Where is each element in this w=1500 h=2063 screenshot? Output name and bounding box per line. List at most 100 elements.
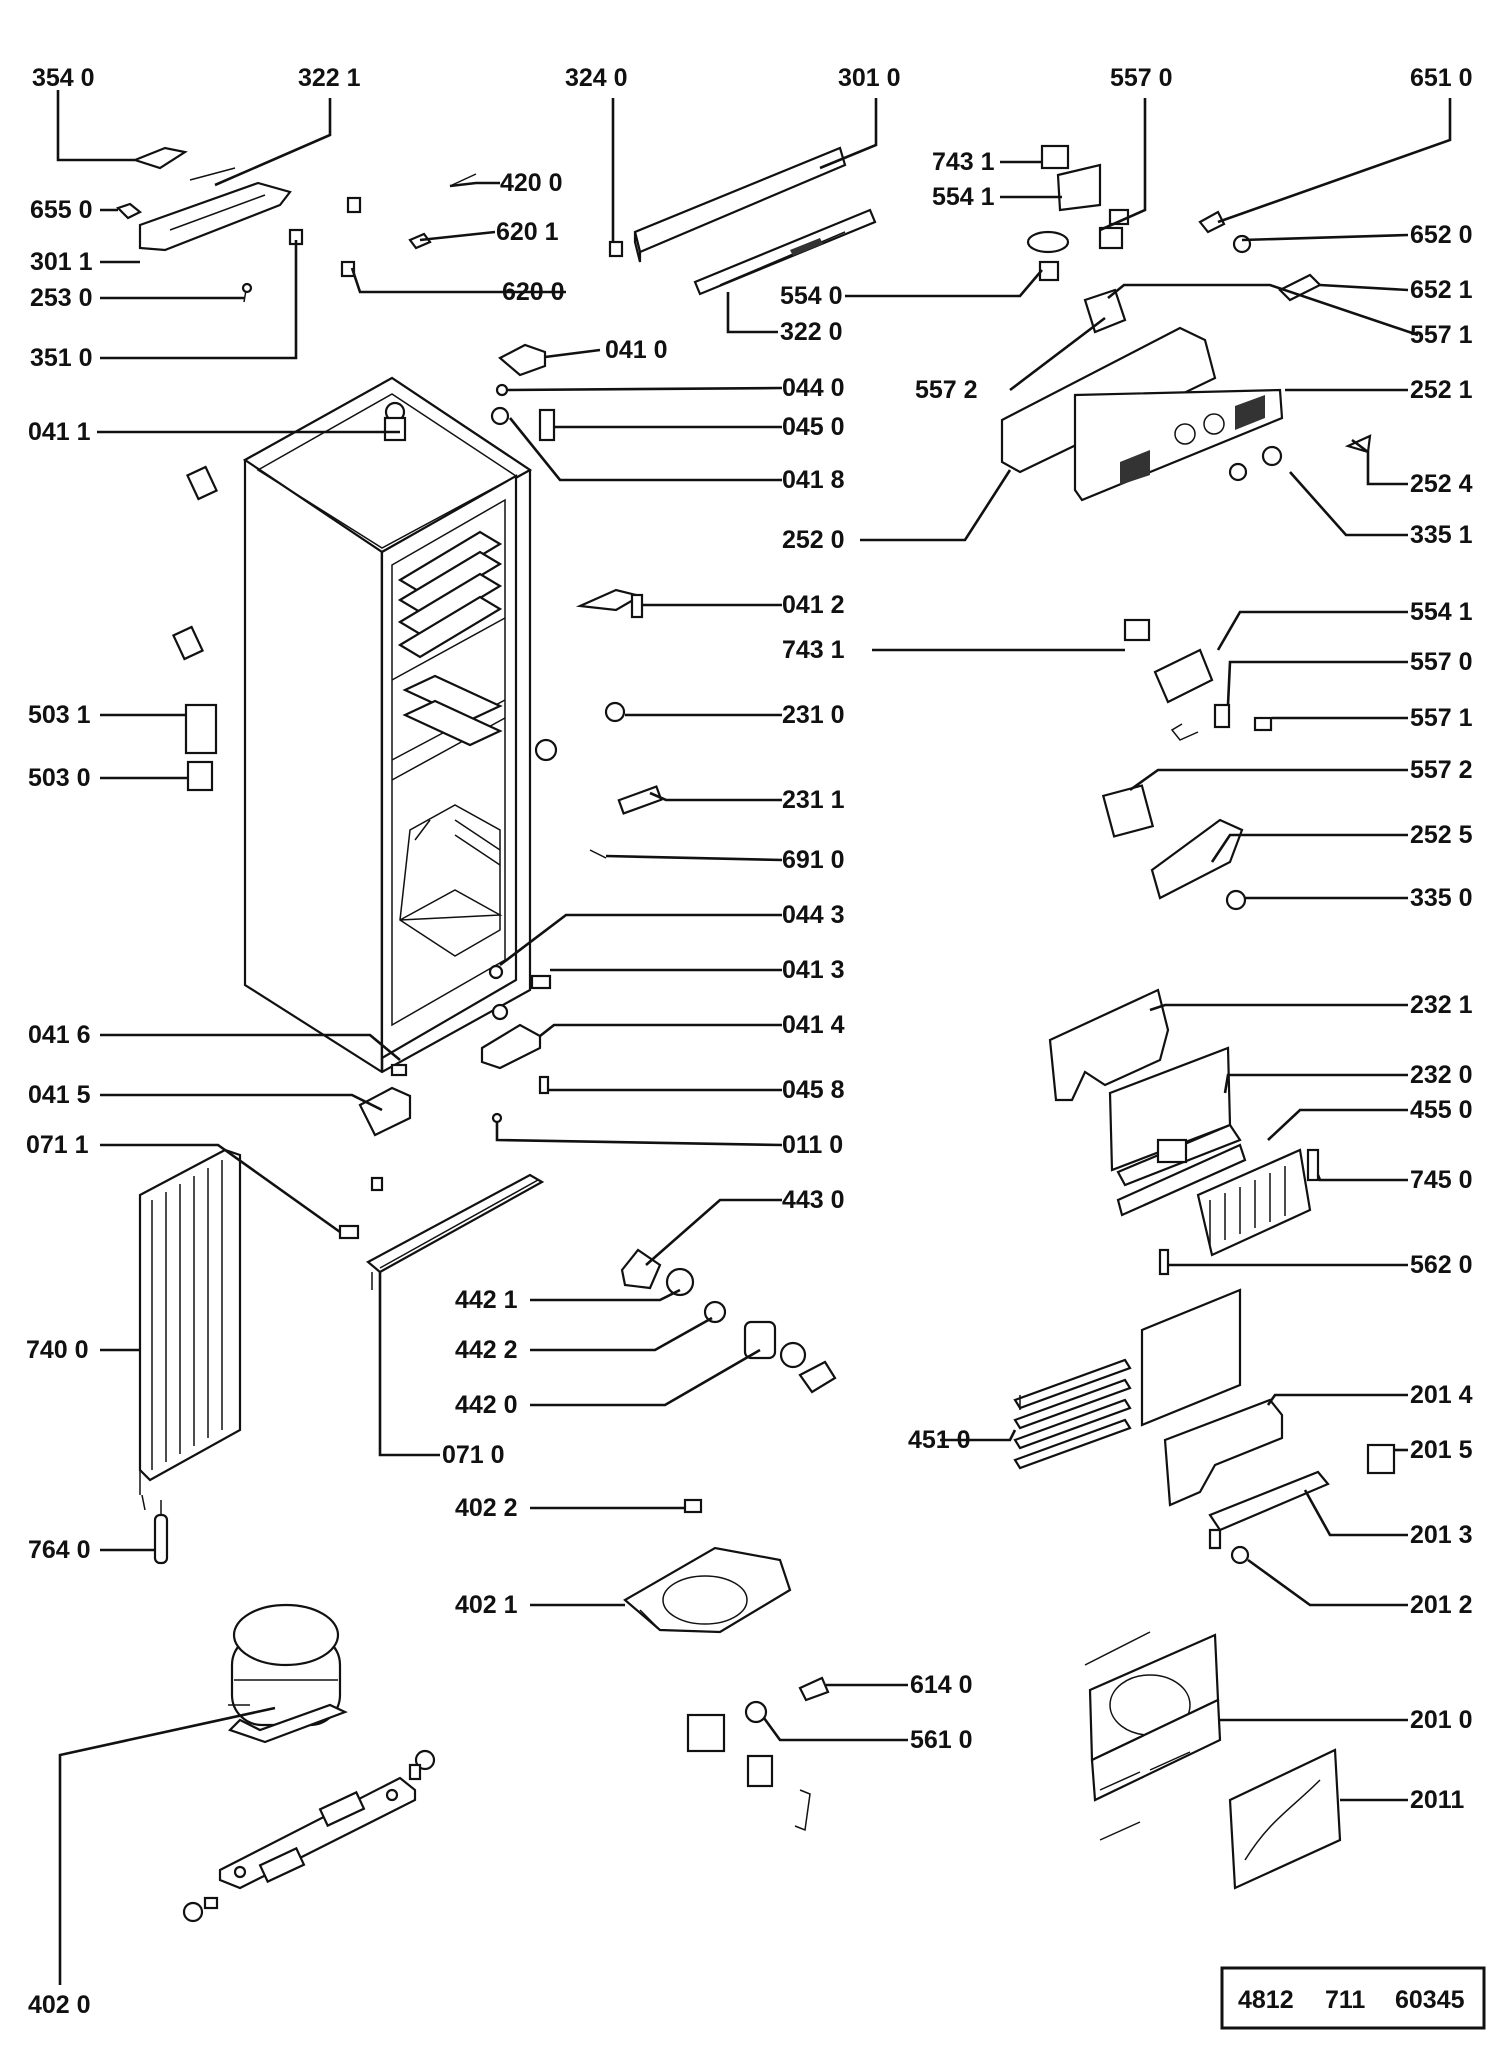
label-252-0: 252 0	[782, 526, 845, 554]
label-045-0: 045 0	[782, 413, 845, 441]
label-557-0-top: 557 0	[1110, 64, 1173, 92]
label-420-0: 420 0	[500, 169, 563, 197]
part-number-labels: 354 0 322 1 324 0 301 0 557 0 651 0 420 …	[26, 64, 1473, 2019]
evaporator-cover-assembly	[1048, 988, 1320, 1276]
compressor-mounting-plate	[182, 1749, 436, 1923]
label-503-1: 503 1	[28, 701, 91, 729]
label-442-1: 442 1	[455, 1286, 518, 1314]
thermostat-parts	[620, 1248, 837, 1394]
label-041-3: 041 3	[782, 956, 845, 984]
label-335-0: 335 0	[1410, 884, 1473, 912]
label-740-0: 740 0	[26, 1336, 89, 1364]
refrigerator-cabinet	[242, 376, 558, 1074]
label-651-0: 651 0	[1410, 64, 1473, 92]
label-402-2: 402 2	[455, 1494, 518, 1522]
machine-compartment-cover	[1084, 1631, 1342, 1890]
thermostat-housing-lower	[1101, 618, 1273, 911]
label-041-8: 041 8	[782, 466, 845, 494]
label-232-1: 232 1	[1410, 991, 1473, 1019]
label-2011: 2011	[1410, 1786, 1464, 1814]
label-252-4: 252 4	[1410, 470, 1473, 498]
label-041-0: 041 0	[605, 336, 668, 364]
label-231-0: 231 0	[782, 701, 845, 729]
label-557-2-mid: 557 2	[1410, 756, 1473, 784]
label-402-0: 402 0	[28, 1991, 91, 2019]
top-handle-parts	[608, 146, 877, 296]
label-743-1-top: 743 1	[932, 148, 995, 176]
label-557-1-top: 557 1	[1410, 321, 1473, 349]
label-253-0: 253 0	[30, 284, 93, 312]
condenser-coil	[138, 1148, 242, 1511]
label-554-1-mid: 554 1	[1410, 598, 1473, 626]
label-301-0: 301 0	[838, 64, 901, 92]
label-764-0: 764 0	[28, 1536, 91, 1564]
label-201-5: 201 5	[1410, 1436, 1473, 1464]
label-201-3: 201 3	[1410, 1521, 1473, 1549]
label-402-1: 402 1	[455, 1591, 518, 1619]
label-554-1-top: 554 1	[932, 183, 995, 211]
label-652-0: 652 0	[1410, 221, 1473, 249]
label-071-1: 071 1	[26, 1131, 89, 1159]
cabinet-shelves	[397, 530, 503, 747]
drip-tray	[623, 1498, 792, 1634]
heater-elements	[1013, 1358, 1132, 1470]
leader-lines	[56, 90, 1452, 1985]
label-252-1: 252 1	[1410, 376, 1473, 404]
label-614-0: 614 0	[910, 1671, 973, 1699]
label-620-1: 620 1	[496, 218, 559, 246]
label-322-0: 322 0	[780, 318, 843, 346]
reference-part-a: 4812	[1238, 1986, 1294, 2014]
rear-cover-panels	[1140, 1288, 1396, 1565]
compressor	[227, 1603, 348, 1744]
label-041-5: 041 5	[28, 1081, 91, 1109]
label-451-0: 451 0	[908, 1426, 971, 1454]
label-071-0: 071 0	[442, 1441, 505, 1469]
label-041-2: 041 2	[782, 591, 845, 619]
label-232-0: 232 0	[1410, 1061, 1473, 1089]
label-011-0: 011 0	[782, 1131, 843, 1159]
label-045-8: 045 8	[782, 1076, 845, 1104]
label-743-1-mid: 743 1	[782, 636, 845, 664]
reference-part-c: 60345	[1395, 1986, 1465, 2014]
base-rail	[366, 1173, 545, 1290]
label-252-5: 252 5	[1410, 821, 1473, 849]
label-557-1-mid: 557 1	[1410, 704, 1473, 732]
label-335-1: 335 1	[1410, 521, 1473, 549]
middle-hinge-parts	[480, 343, 663, 1124]
label-041-1: 041 1	[28, 418, 91, 446]
label-231-1: 231 1	[782, 786, 845, 814]
label-442-0: 442 0	[455, 1391, 518, 1419]
label-561-0: 561 0	[910, 1726, 973, 1754]
label-354-0: 354 0	[32, 64, 95, 92]
lamp-and-switch-parts	[686, 1676, 830, 1832]
label-620-0: 620 0	[502, 278, 565, 306]
label-455-0: 455 0	[1410, 1096, 1473, 1124]
label-652-1: 652 1	[1410, 276, 1473, 304]
thermostat-housing-upper	[1000, 144, 1372, 502]
label-557-0-mid: 557 0	[1410, 648, 1473, 676]
label-443-0: 443 0	[782, 1186, 845, 1214]
label-745-0: 745 0	[1410, 1166, 1473, 1194]
label-322-1: 322 1	[298, 64, 361, 92]
label-041-6: 041 6	[28, 1021, 91, 1049]
label-562-0: 562 0	[1410, 1251, 1473, 1279]
label-442-2: 442 2	[455, 1336, 518, 1364]
label-301-1: 301 1	[30, 248, 93, 276]
label-655-0: 655 0	[30, 196, 93, 224]
label-201-4: 201 4	[1410, 1381, 1473, 1409]
label-041-4: 041 4	[782, 1011, 845, 1039]
top-hinge-cover-parts	[115, 146, 477, 303]
label-554-0: 554 0	[780, 282, 843, 310]
label-201-2: 201 2	[1410, 1591, 1473, 1619]
label-503-0: 503 0	[28, 764, 91, 792]
label-557-2-top: 557 2	[915, 376, 978, 404]
label-351-0: 351 0	[30, 344, 93, 372]
label-201-0: 201 0	[1410, 1706, 1473, 1734]
left-small-parts	[171, 465, 412, 1240]
part-drawings	[115, 144, 1396, 1923]
label-691-0: 691 0	[782, 846, 845, 874]
label-044-3: 044 3	[782, 901, 845, 929]
filter-drier	[153, 1500, 169, 1565]
label-044-0: 044 0	[782, 374, 845, 402]
